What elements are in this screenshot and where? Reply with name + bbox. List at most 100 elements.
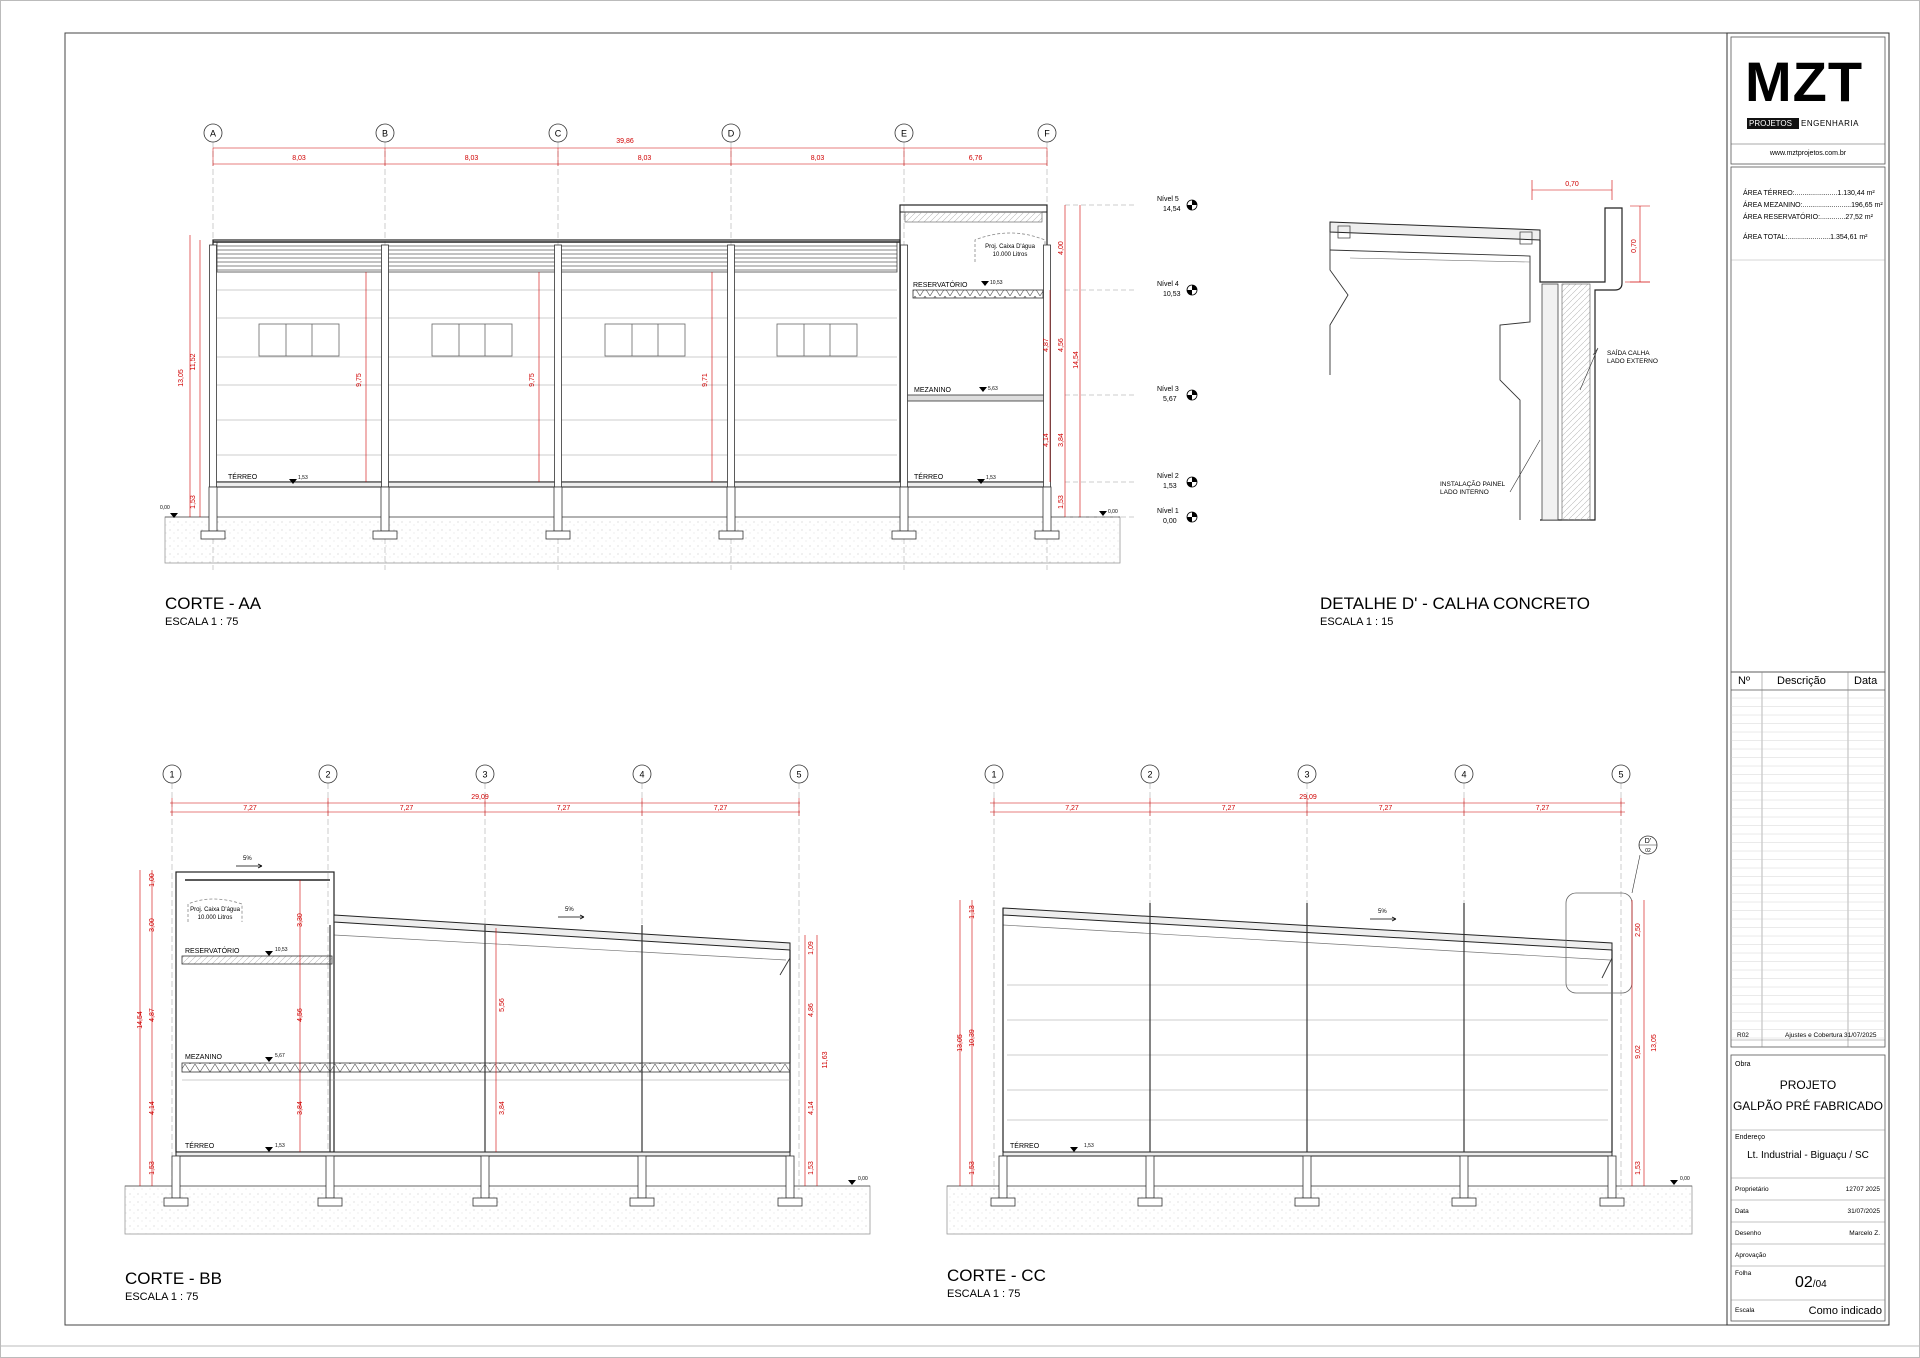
svg-text:1,00: 1,00 [149, 873, 156, 887]
column [554, 244, 562, 488]
svg-text:4,00: 4,00 [1058, 241, 1065, 255]
folha-value: 02/04 [1795, 1274, 1827, 1291]
detail-gutter: 0,70 0,70 SAÍDA CALHA LADO EXTERNO INSTA… [1329, 180, 1658, 521]
footing [990, 1197, 1016, 1207]
svg-text:1,53: 1,53 [149, 1161, 156, 1175]
svg-text:1,53: 1,53 [1635, 1161, 1642, 1175]
span-dim: 7,27 [557, 805, 571, 812]
level-value: 1,53 [1163, 483, 1177, 490]
detail-dim-side: 0,70 [1631, 239, 1638, 253]
desenho-value: Marcelo Z. [1849, 1230, 1880, 1237]
endereco-label: Endereço [1735, 1134, 1765, 1141]
svg-text:TÉRREO: TÉRREO [185, 1141, 215, 1150]
detail-notes: SAÍDA CALHA LADO EXTERNO INSTALAÇÃO PAIN… [1440, 348, 1658, 496]
grid-label: F [1044, 129, 1050, 139]
svg-text:11,63: 11,63 [822, 1051, 829, 1068]
svg-text:13,05: 13,05 [1651, 1034, 1658, 1052]
span-dim: 6,76 [969, 155, 983, 162]
bb-span-dims: 7,27 7,27 7,27 7,27 [171, 798, 800, 816]
logo-sub-right: ENGENHARIA [1801, 119, 1859, 128]
bb-room-labels: TÉRREO MEZANINO RESERVATÓRIO Proj. Caixa… [185, 856, 868, 1182]
aa-windows [258, 323, 858, 357]
svg-text:10,53: 10,53 [275, 947, 288, 953]
grid-label: E [901, 129, 907, 139]
aprovacao-label: Aprovação [1735, 1252, 1767, 1259]
detail-gutter-body [1539, 207, 1623, 521]
level-value: 5,67 [1163, 396, 1177, 403]
svg-text:0,00: 0,00 [1108, 509, 1118, 515]
span-dim: 7,27 [243, 805, 257, 812]
detail-wall-hatch [1561, 283, 1591, 521]
level-name: Nível 2 [1157, 473, 1179, 480]
proprietario-label: Proprietário [1735, 1186, 1769, 1193]
span-dim: 8,03 [292, 155, 306, 162]
area-row: ÁREA RESERVATÓRIO:.............27,52 m² [1743, 214, 1873, 221]
aa-total-dim: 39,86 [616, 138, 634, 145]
span-dim: 7,27 [714, 805, 728, 812]
level-name: Nível 5 [1157, 196, 1179, 203]
svg-text:1,53: 1,53 [969, 1161, 976, 1175]
svg-text:5,56: 5,56 [499, 998, 506, 1012]
span-dim: 7,27 [1065, 805, 1079, 812]
level-name: Nível 4 [1157, 281, 1179, 288]
grid-label: 3 [482, 770, 487, 780]
level-value: 10,53 [1163, 291, 1181, 298]
svg-text:2,50: 2,50 [1635, 923, 1642, 937]
svg-text:5%: 5% [243, 856, 252, 862]
svg-text:TÉRREO: TÉRREO [914, 472, 944, 481]
grid-bubble [375, 123, 395, 143]
grid-label: 4 [1461, 770, 1466, 780]
aa-columns [200, 244, 1060, 540]
detail-roof [1329, 221, 1541, 241]
grid-bubble [1611, 764, 1631, 784]
svg-text:10,39: 10,39 [969, 1029, 976, 1047]
bb-vertical-dims: 1,00 3,00 4,87 14,54 4,14 1,53 3,30 4,56… [137, 873, 829, 1175]
grid-bubble [548, 123, 568, 143]
bb-tower [175, 871, 335, 1153]
cc-detail-sheet: 02 [1645, 848, 1651, 854]
aa-water-tank [974, 232, 1046, 262]
proprietario-value: 12707 2025 [1845, 1186, 1880, 1193]
svg-text:4,86: 4,86 [808, 1003, 815, 1017]
detail-dim-top: 0,70 [1565, 181, 1579, 188]
cc-columns [990, 903, 1625, 1207]
aa-dimension-lines [189, 147, 1081, 517]
grid-bubble [475, 764, 495, 784]
bb-reservatorio-slab [181, 955, 333, 965]
desenho-label: Desenho [1735, 1230, 1762, 1237]
cc-vertical-dims: 1,13 10,39 13,05 1,53 2,50 9,02 13,05 1,… [957, 905, 1658, 1175]
svg-text:9,75: 9,75 [529, 373, 536, 387]
svg-text:3,00: 3,00 [149, 918, 156, 932]
grid-label: 5 [796, 770, 801, 780]
aa-mezanino-slab [904, 394, 1046, 402]
svg-text:4,87: 4,87 [1043, 338, 1050, 352]
grid-label: 2 [325, 770, 330, 780]
svg-text:1,53: 1,53 [1058, 495, 1065, 509]
span-dim: 7,27 [400, 805, 414, 812]
cc-dimension-lines [959, 802, 1645, 1186]
svg-text:9,75: 9,75 [356, 373, 363, 387]
bb-scale: ESCALA 1 : 75 [125, 1291, 199, 1303]
svg-text:1,53: 1,53 [1084, 1143, 1094, 1149]
column [381, 244, 389, 488]
svg-text:1,53: 1,53 [298, 475, 308, 481]
obra-label: Obra [1735, 1061, 1751, 1068]
svg-text:11,52: 11,52 [190, 353, 197, 370]
bb-ground [124, 1185, 871, 1235]
svg-text:Proj. Caixa D'água: Proj. Caixa D'água [190, 907, 241, 913]
svg-text:14,54: 14,54 [1073, 351, 1080, 369]
grid-label: 3 [1304, 770, 1309, 780]
cc-scale: ESCALA 1 : 75 [947, 1288, 1021, 1300]
svg-text:13,05: 13,05 [178, 369, 185, 387]
cc-title: CORTE - CC [947, 1266, 1046, 1285]
company-website[interactable]: www.mztprojetos.com.br [1769, 150, 1847, 157]
span-dim: 7,27 [1379, 805, 1393, 812]
span-dim: 8,03 [465, 155, 479, 162]
column [727, 244, 735, 488]
footing [718, 530, 744, 540]
